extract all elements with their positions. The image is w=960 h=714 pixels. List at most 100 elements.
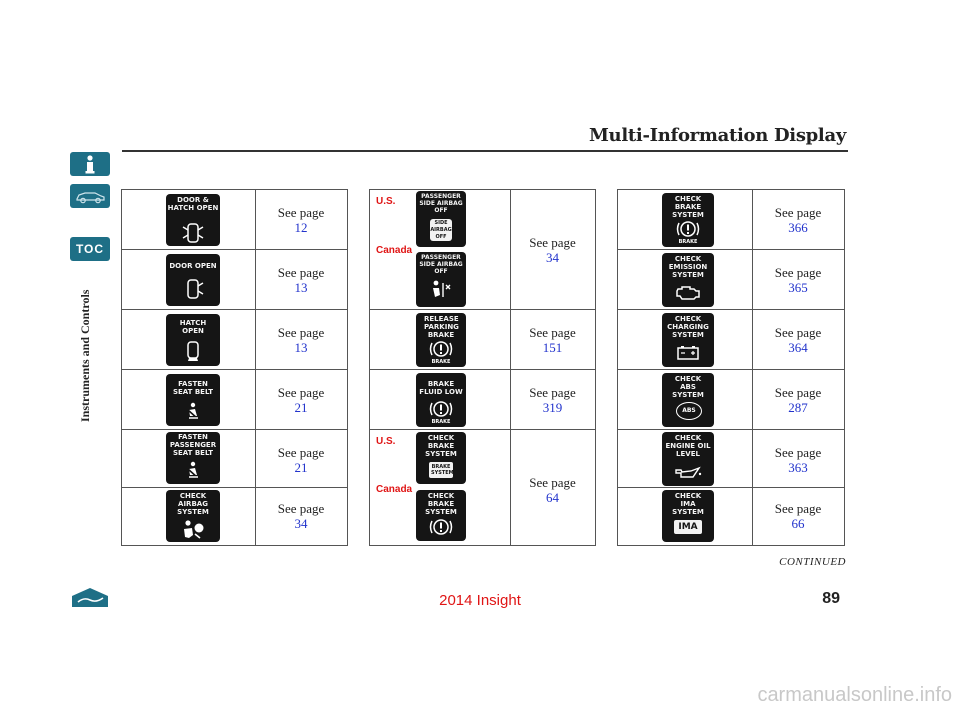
brake-warning-icon: [429, 401, 453, 417]
watermark: carmanualsonline.info: [757, 684, 952, 706]
continued-label: CONTINUED: [779, 556, 846, 568]
page-reference: See page 21: [255, 385, 347, 415]
airbag-icon: [184, 520, 204, 539]
page-link[interactable]: 34: [294, 516, 308, 531]
vehicle-button[interactable]: [70, 184, 110, 208]
see-page-label: See page: [277, 445, 325, 460]
see-page-label: See page: [277, 265, 325, 280]
car-icon: [76, 192, 105, 204]
indicator-table-2: U.S. PASSENGER SIDE AIRBAG OFF SIDE AIRB…: [369, 189, 596, 546]
lamp-subcaption: BRAKE: [431, 359, 451, 365]
indicator-lamp: CHECK BRAKE SYSTEM BRAKE SYSTEM: [416, 432, 466, 484]
table-row: CHECK AIRBAG SYSTEM See page 34: [122, 488, 347, 545]
lamp-subcaption: BRAKE: [431, 419, 451, 425]
page-link[interactable]: 21: [294, 460, 308, 475]
indicator-table-1: DOOR & HATCH OPEN See page 12 DOOR OPEN …: [121, 189, 348, 546]
page-link[interactable]: 363: [788, 460, 808, 475]
indicator-lamp: CHECK ENGINE OIL LEVEL: [662, 432, 714, 486]
brake-warning-icon: [676, 221, 700, 237]
page-link[interactable]: 13: [294, 280, 308, 295]
page-link[interactable]: 13: [294, 340, 308, 355]
page-reference: See page 21: [255, 445, 347, 475]
page-link[interactable]: 21: [294, 400, 308, 415]
table-row: CHECK IMA SYSTEM IMA See page 66: [618, 488, 844, 545]
column-divider: [255, 190, 256, 545]
page-link[interactable]: 319: [542, 400, 563, 415]
oil-can-icon: [675, 466, 702, 478]
see-page-label: See page: [529, 325, 576, 340]
region-label-canada: Canada: [376, 484, 413, 495]
home-button[interactable]: [70, 587, 110, 609]
indicator-lamp: FASTEN PASSENGER SEAT BELT: [166, 432, 220, 484]
page-link[interactable]: 366: [788, 220, 808, 235]
table-row: U.S. PASSENGER SIDE AIRBAG OFF SIDE AIRB…: [370, 190, 595, 310]
table-row: CHECK BRAKE SYSTEM BRAKE See page 366: [618, 190, 844, 250]
brake-warning-icon: [429, 519, 453, 535]
page-link[interactable]: 287: [788, 400, 808, 415]
page-reference: See page 13: [255, 265, 347, 295]
model-year-label: 2014 Insight: [439, 592, 521, 609]
info-icon: [85, 155, 95, 174]
table-row: CHECK CHARGING SYSTEM See page 364: [618, 310, 844, 370]
region-label-us: U.S.: [376, 436, 396, 447]
lamp-caption: CHECK BRAKE SYSTEM: [425, 434, 457, 458]
battery-icon: [677, 346, 699, 360]
engine-icon: [676, 286, 700, 300]
page-link[interactable]: 151: [542, 340, 563, 355]
page-reference: See page 366: [752, 205, 844, 235]
indicator-lamp: PASSENGER SIDE AIRBAG OFF: [416, 252, 466, 307]
indicator-lamp: FASTEN SEAT BELT: [166, 374, 220, 426]
brake-system-badge: BRAKE SYSTEM: [429, 462, 454, 478]
page-reference: See page 34: [510, 235, 595, 265]
see-page-label: See page: [529, 475, 576, 490]
page-link[interactable]: 12: [294, 220, 308, 235]
indicator-lamp: CHECK ABS SYSTEM ABS: [662, 373, 714, 427]
page-reference: See page 287: [752, 385, 844, 415]
page-reference: See page 363: [752, 445, 844, 475]
info-button[interactable]: [70, 152, 110, 176]
page-reference: See page 64: [510, 475, 595, 505]
see-page-label: See page: [277, 325, 325, 340]
indicator-lamp: PASSENGER SIDE AIRBAG OFF SIDE AIRBAG OF…: [416, 191, 466, 247]
page-reference: See page 319: [510, 385, 595, 415]
lamp-caption: PASSENGER SIDE AIRBAG OFF: [419, 193, 463, 214]
indicator-lamp: CHECK BRAKE SYSTEM BRAKE: [662, 193, 714, 247]
page-link[interactable]: 64: [546, 490, 559, 505]
lamp-caption: CHECK CHARGING SYSTEM: [667, 315, 709, 339]
toc-button[interactable]: TOC: [70, 237, 110, 261]
car-doors-open-icon: [182, 223, 204, 243]
table-row: FASTEN PASSENGER SEAT BELT See page 21: [122, 430, 347, 488]
page-reference: See page 364: [752, 325, 844, 355]
table-row: U.S. CHECK BRAKE SYSTEM BRAKE SYSTEM Can…: [370, 430, 595, 545]
page-link[interactable]: 34: [546, 250, 559, 265]
table-row: CHECK EMISSION SYSTEM See page 365: [618, 250, 844, 310]
seat-belt-icon: [187, 461, 199, 479]
see-page-label: See page: [529, 235, 576, 250]
lamp-caption: DOOR & HATCH OPEN: [167, 196, 219, 212]
table-row: RELEASE PARKING BRAKE BRAKE See page 151: [370, 310, 595, 370]
page-link[interactable]: 365: [788, 280, 808, 295]
page-reference: See page 12: [255, 205, 347, 235]
region-label-us: U.S.: [376, 196, 396, 207]
page-reference: See page 151: [510, 325, 595, 355]
see-page-label: See page: [774, 325, 822, 340]
page-reference: See page 34: [255, 501, 347, 531]
page-title: Multi-Information Display: [588, 125, 846, 146]
table-row: DOOR & HATCH OPEN See page 12: [122, 190, 347, 250]
page-link[interactable]: 66: [791, 516, 805, 531]
indicator-lamp: DOOR & HATCH OPEN: [166, 194, 220, 246]
column-divider: [752, 190, 753, 545]
see-page-label: See page: [774, 445, 822, 460]
section-label: Instruments and Controls: [78, 289, 92, 422]
indicator-lamp: CHECK IMA SYSTEM IMA: [662, 490, 714, 542]
indicator-lamp: CHECK BRAKE SYSTEM: [416, 490, 466, 541]
table-row: DOOR OPEN See page 13: [122, 250, 347, 310]
page-number: 89: [822, 590, 840, 607]
indicator-lamp: HATCH OPEN: [166, 314, 220, 366]
page-link[interactable]: 364: [788, 340, 808, 355]
table-row: CHECK ABS SYSTEM ABS See page 287: [618, 370, 844, 430]
lamp-caption: FASTEN SEAT BELT: [172, 380, 214, 396]
indicator-lamp: CHECK AIRBAG SYSTEM: [166, 490, 220, 542]
indicator-lamp: BRAKE FLUID LOW BRAKE: [416, 373, 466, 427]
ima-badge: IMA: [674, 520, 702, 534]
